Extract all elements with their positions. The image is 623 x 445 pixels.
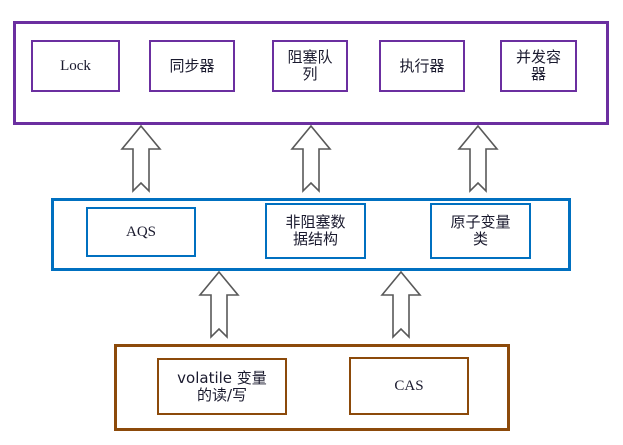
arrow-aqs-to-top (120, 125, 162, 199)
node-aqs[interactable]: AQS (86, 207, 196, 257)
arrow-volatile-to-middle (198, 271, 240, 345)
arrow-cas-to-middle (380, 271, 422, 345)
node-concurrent-container-label: 并发容 器 (515, 48, 561, 83)
node-volatile-read-write-label: volatile 变量 的读/写 (177, 368, 267, 404)
node-non-blocking-data-structure-label: 非阻塞数 据结构 (285, 213, 346, 248)
node-volatile-read-write[interactable]: volatile 变量 的读/写 (157, 358, 287, 415)
node-lock-label: Lock (60, 57, 91, 74)
node-atomic-variable-class-label: 原子变量 类 (450, 213, 511, 248)
node-blocking-queue-label: 阻塞队 列 (287, 48, 333, 83)
arrow-nbds-to-top (290, 125, 332, 199)
node-synchronizer[interactable]: 同步器 (149, 40, 235, 92)
node-executor[interactable]: 执行器 (379, 40, 465, 92)
node-aqs-label: AQS (125, 223, 156, 240)
node-cas-label: CAS (394, 377, 424, 394)
node-blocking-queue[interactable]: 阻塞队 列 (272, 40, 348, 92)
node-atomic-variable-class[interactable]: 原子变量 类 (430, 203, 531, 259)
node-cas[interactable]: CAS (349, 357, 469, 415)
node-non-blocking-data-structure[interactable]: 非阻塞数 据结构 (265, 203, 366, 259)
node-concurrent-container[interactable]: 并发容 器 (500, 40, 577, 92)
node-synchronizer-label: 同步器 (169, 56, 215, 75)
arrow-atomic-to-top (457, 125, 499, 199)
node-lock[interactable]: Lock (31, 40, 120, 92)
node-executor-label: 执行器 (399, 56, 445, 75)
